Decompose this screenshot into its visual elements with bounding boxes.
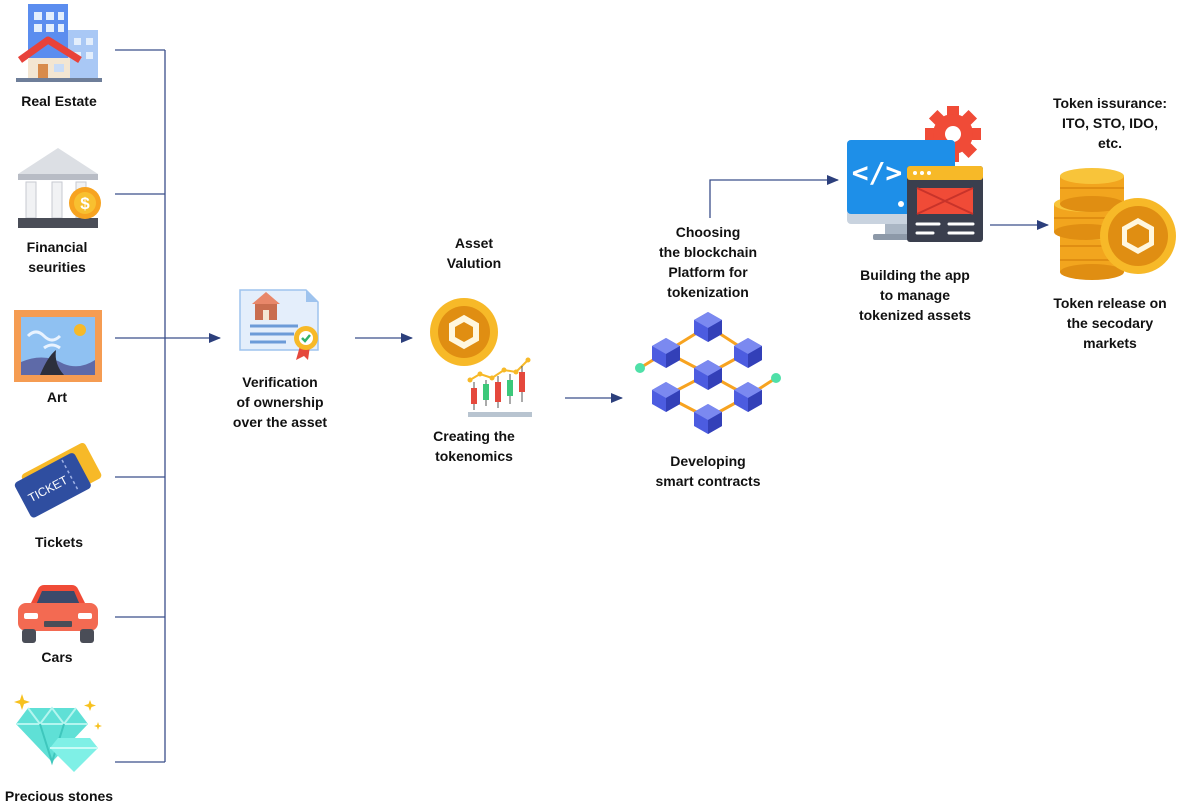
certificate-icon [239, 289, 319, 360]
coin-stack-icon [1054, 168, 1176, 280]
ticket-icon: TICKET [14, 442, 102, 518]
candlestick-icon [467, 357, 532, 417]
svg-text:</>: </> [852, 156, 903, 189]
label-issuance: Token issurance: ITO, STO, IDO, etc. [1052, 95, 1168, 151]
label-valuation: Asset Valution [446, 235, 502, 271]
car-icon [18, 585, 98, 643]
arrow-to-app [709, 175, 839, 218]
bank-icon: $ [18, 148, 101, 228]
label-blockchain-choice: Choosing the blockchain Platform for tok… [658, 224, 758, 300]
label-tickets: Tickets [35, 534, 83, 550]
label-real-estate: Real Estate [21, 93, 97, 109]
blockchain-icon [635, 312, 781, 434]
label-financial: Financial seurities [26, 239, 88, 275]
label-precious-stones: Precious stones [4, 788, 114, 804]
svg-text:$: $ [80, 194, 90, 213]
label-cars: Cars [41, 649, 73, 665]
label-smart-contracts: Developing smart contracts [655, 453, 761, 489]
label-release: Token release on the secodary markets [1053, 295, 1167, 351]
code-monitor-icon: </> [847, 106, 983, 242]
label-build-app: Building the app to manage tokenized ass… [858, 267, 972, 323]
building-icon [16, 4, 102, 82]
label-tokenomics: Creating the tokenomics [433, 428, 515, 464]
label-art: Art [46, 389, 68, 405]
label-verification: Verification of ownership over the asset [232, 374, 328, 430]
coin-icon [430, 298, 498, 366]
gem-icon [14, 694, 102, 772]
painting-icon [14, 310, 102, 382]
